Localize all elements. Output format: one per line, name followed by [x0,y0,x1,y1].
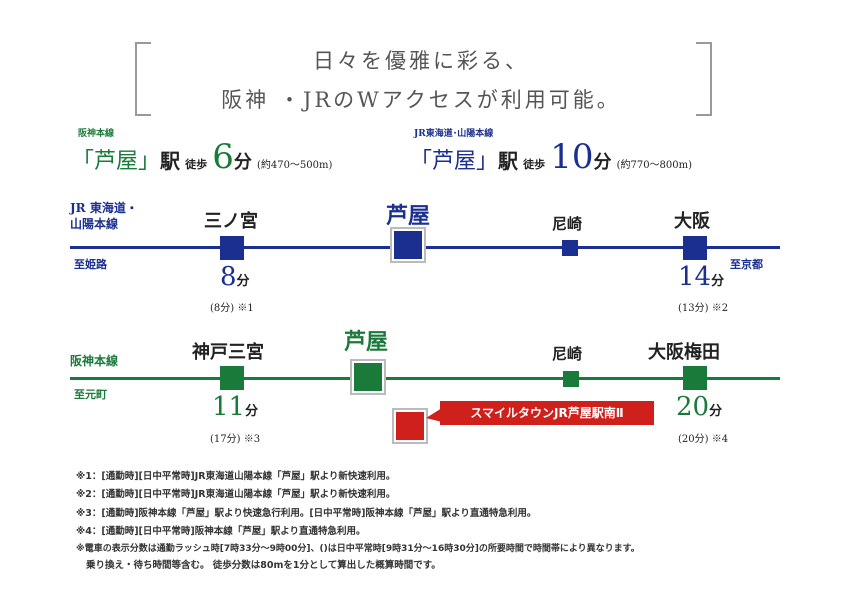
fun: 分 [233,152,252,173]
headline-2: 阪神 ・JRのWアクセスが利用可能。 [221,88,621,112]
left-bracket [135,42,151,116]
hanshin-west-direction: 至元町 [74,388,107,401]
fun: 分 [236,274,250,289]
time-sub: (20分) ※4 [678,434,729,445]
station-marker [220,236,244,260]
time-sub: (13分) ※2 [678,303,729,314]
station-name: 「芦屋」 [72,149,161,174]
note-5: ※電車の表示分数は通勤ラッシュ時[7時33分～9時00分]、()は日中平常時[9… [76,544,640,554]
station-marker [220,366,244,390]
hanshin-track [70,377,780,380]
walk-minutes: 6 [212,137,234,177]
toho: 徒歩 [523,158,546,171]
station-marker [563,371,579,387]
note-4: ※4：[通勤時][日中平常時]阪神本線「芦屋」駅より直通特急利用。 [76,526,366,537]
jr-track [70,246,780,249]
time-osaka: 14分 [678,262,724,292]
station-marker [683,236,707,260]
station-marker-ashiya [392,229,424,261]
walk-distance: (約470～500m) [256,160,333,171]
fun: 分 [593,152,612,173]
time-kobe-sannomiya: 11分 [212,392,258,422]
jr-name-1: JR 東海道・ [70,201,138,215]
time-sub: (17分) ※3 [210,434,261,445]
station-amagasaki-hanshin: 尼崎 [552,345,583,363]
walk-distance: (約770～800m) [616,160,693,171]
toho: 徒歩 [185,158,208,171]
property-label: スマイルタウンJR芦屋駅南Ⅱ [440,401,654,425]
station-amagasaki-jr: 尼崎 [552,215,583,233]
jr-west-direction: 至姫路 [74,258,107,271]
station-name: 「芦屋」 [410,149,499,174]
fun: 分 [245,404,259,419]
headline-1: 日々を優雅に彩る、 [313,49,529,73]
property-marker [394,410,426,442]
walk-jr-line: JR東海道･山陽本線 [414,129,494,139]
station-sannomiya: 三ノ宮 [204,211,258,232]
time-sannomiya: 8分 [220,262,250,292]
time-sub: (8分) ※1 [210,303,254,314]
jr-east-direction: 至京都 [730,258,763,271]
eki: 駅 [498,149,519,173]
right-bracket [696,42,712,116]
jr-line-name: JR 東海道・山陽本線 [70,200,138,232]
note-2: ※2：[通勤時][日中平常時]JR東海道山陽本線「芦屋」駅より新快速利用。 [76,489,396,500]
minutes: 14 [678,262,712,292]
station-marker [562,240,578,256]
note-1: ※1：[通勤時][日中平常時]JR東海道山陽本線「芦屋」駅より新快速利用。 [76,471,396,482]
station-kobe-sannomiya: 神戸三宮 [192,342,264,363]
station-marker [683,366,707,390]
walk-hanshin: 「芦屋」駅 徒歩 6分 (約470～500m) [72,137,332,177]
fun: 分 [709,404,723,419]
station-ashiya-jr: 芦屋 [386,203,431,229]
time-osaka-umeda: 20分 [676,392,722,422]
minutes: 8 [220,262,237,292]
jr-name-2: 山陽本線 [70,217,119,231]
note-3: ※3：[通勤時]阪神本線「芦屋」駅より快速急行利用。[日中平常時]阪神本線「芦屋… [76,508,537,519]
note-6: 乗り換え・待ち時間等含む。 徒歩分数は80mを1分として算出した概算時間です。 [86,560,441,571]
walk-hanshin-line: 阪神本線 [78,129,115,139]
walk-minutes: 10 [550,137,594,177]
minutes: 11 [212,392,246,422]
eki: 駅 [160,149,181,173]
hanshin-line-name: 阪神本線 [70,354,119,368]
callout-pointer [426,408,442,422]
station-osaka: 大阪 [674,211,710,232]
station-ashiya-hanshin: 芦屋 [344,329,389,355]
fun: 分 [711,274,725,289]
station-marker-ashiya [352,361,384,393]
walk-jr: 「芦屋」駅 徒歩 10分 (約770～800m) [410,137,692,177]
minutes: 20 [676,392,710,422]
station-osaka-umeda: 大阪梅田 [648,342,720,363]
